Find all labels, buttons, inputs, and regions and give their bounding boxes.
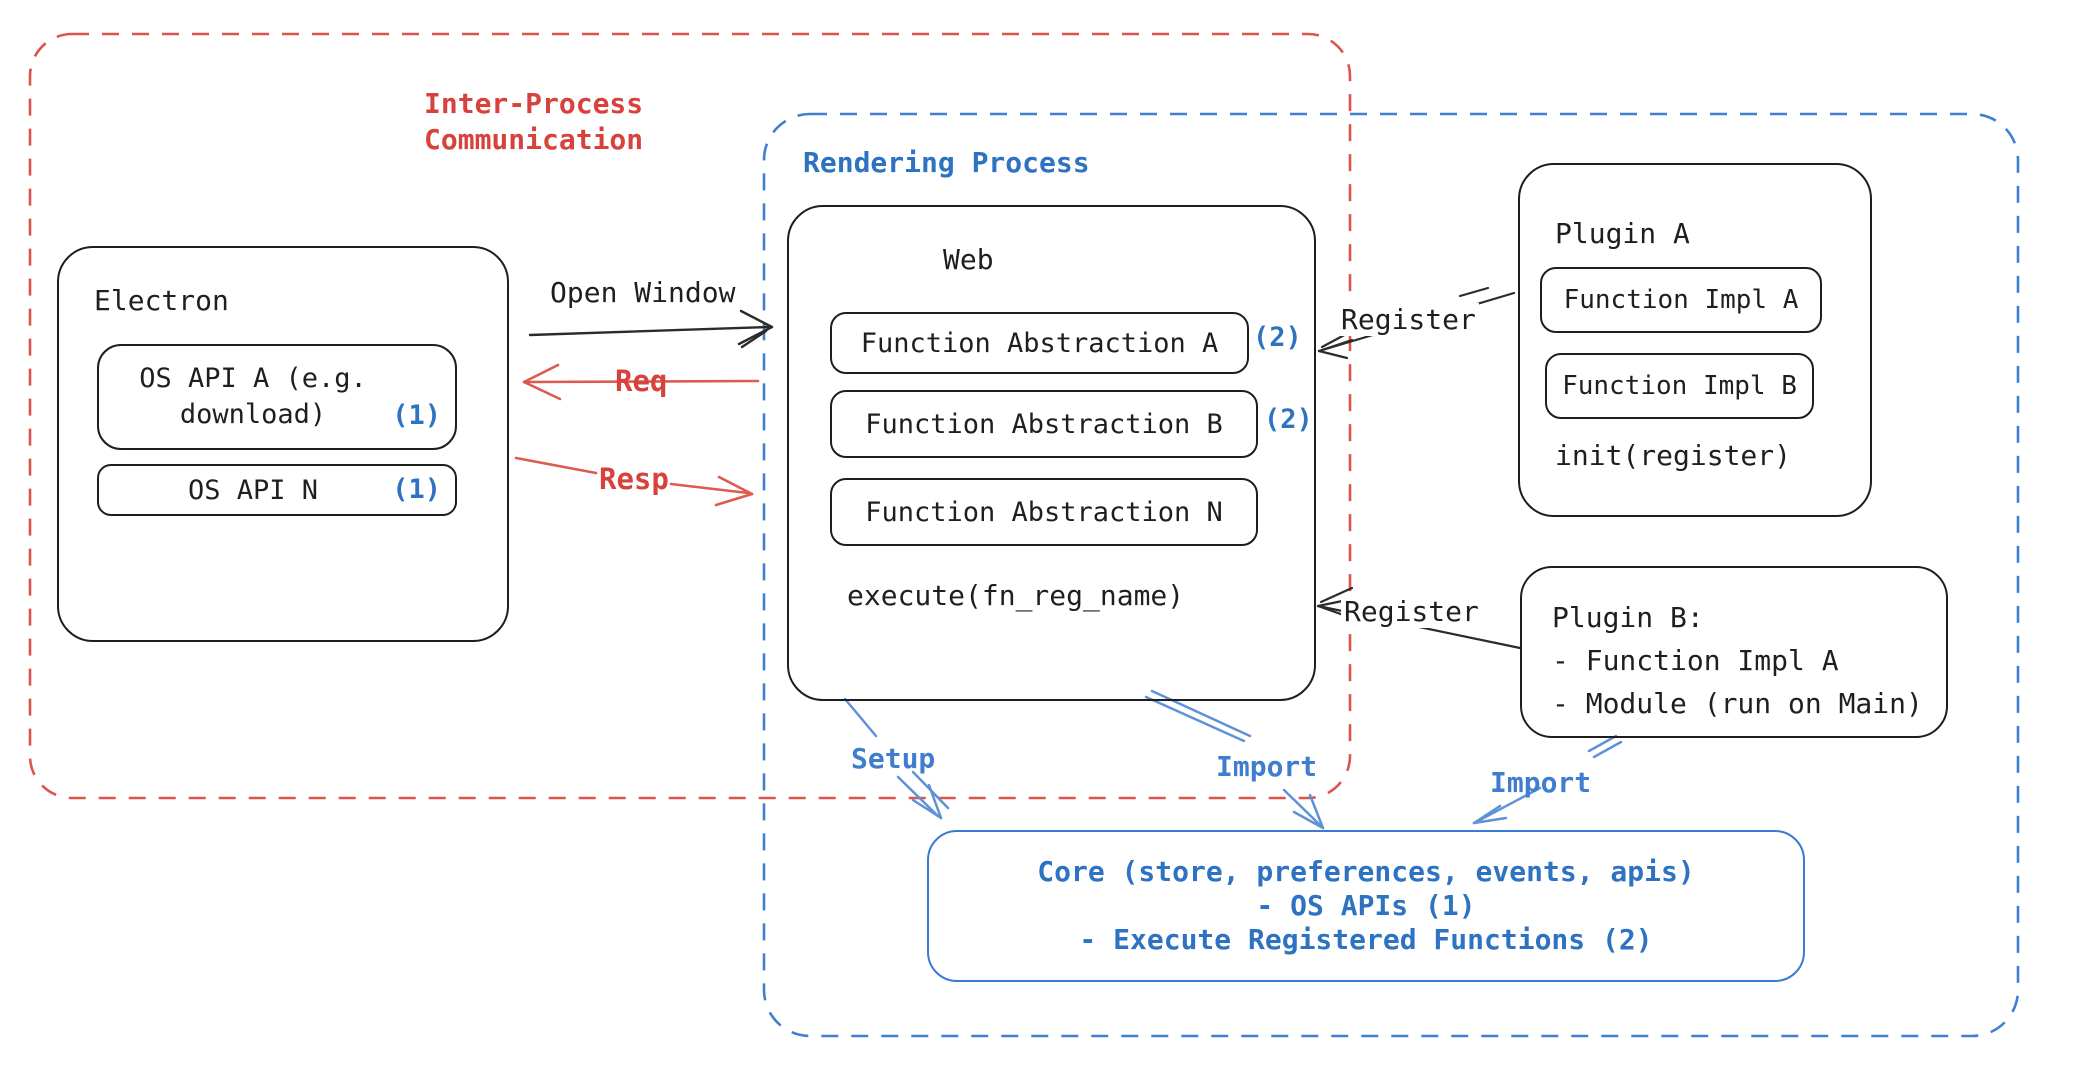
import-arrow-web xyxy=(1144,689,1325,830)
register-label-plugin-b: Register xyxy=(1341,595,1482,628)
open-window-label: Open Window xyxy=(550,276,736,309)
req-arrow xyxy=(522,363,760,401)
rendering-process-boundary-box xyxy=(762,112,2020,1038)
os-api-a-label: OS API A (e.g.download) xyxy=(139,363,367,430)
setup-arrow xyxy=(843,697,950,820)
os-api-a-badge: (1) xyxy=(392,400,441,431)
function-abstraction-b-badge: (2) xyxy=(1264,404,1313,435)
function-abstraction-a-badge: (2) xyxy=(1253,322,1302,353)
os-api-n-box: OS API N (1) xyxy=(97,464,457,516)
plugin-b-text: Plugin B:- Function Impl A- Module (run … xyxy=(1552,601,1923,720)
execute-label: execute(fn_reg_name) xyxy=(847,579,1185,612)
web-box: Web Function Abstraction A (2) Function … xyxy=(787,205,1316,701)
rendering-process-label: Rendering Process xyxy=(803,146,1090,179)
plugin-b-box: Plugin B:- Function Impl A- Module (run … xyxy=(1520,566,1948,738)
resp-label: Resp xyxy=(599,462,669,496)
os-api-a-box: OS API A (e.g.download) (1) xyxy=(97,344,457,450)
core-box: Core (store, preferences, events, apis) … xyxy=(927,830,1805,982)
function-impl-a-label: Function Impl A xyxy=(1563,285,1799,315)
function-abstraction-b-label: Function Abstraction B xyxy=(865,408,1223,440)
import-label-plugin-b: Import xyxy=(1490,766,1592,799)
os-api-n-label: OS API N xyxy=(187,474,319,506)
resp-arrow xyxy=(514,456,754,507)
core-line3: - Execute Registered Functions (2) xyxy=(1079,923,1653,956)
electron-title: Electron xyxy=(94,284,229,317)
import-label-web: Import xyxy=(1216,750,1318,783)
register-label-plugin-a: Register xyxy=(1338,303,1479,336)
req-label: Req xyxy=(615,364,668,398)
function-abstraction-n-label: Function Abstraction N xyxy=(865,496,1223,528)
web-title: Web xyxy=(943,243,994,276)
core-line2: - OS APIs (1) xyxy=(1256,889,1476,922)
function-abstraction-a-box: Function Abstraction A xyxy=(830,312,1249,374)
os-api-n-badge: (1) xyxy=(392,474,441,505)
electron-box: Electron OS API A (e.g.download) (1) OS … xyxy=(57,246,509,642)
setup-label: Setup xyxy=(851,742,936,775)
function-abstraction-b-box: Function Abstraction B xyxy=(830,390,1258,458)
function-impl-a-box: Function Impl A xyxy=(1540,267,1822,333)
function-impl-b-box: Function Impl B xyxy=(1545,353,1814,419)
function-impl-b-label: Function Impl B xyxy=(1562,371,1797,401)
function-abstraction-n-box: Function Abstraction N xyxy=(830,478,1258,546)
core-line1: Core (store, preferences, events, apis) xyxy=(1037,855,1695,888)
function-abstraction-a-label: Function Abstraction A xyxy=(860,327,1219,359)
plugin-a-title: Plugin A xyxy=(1555,217,1690,250)
init-register-label: init(register) xyxy=(1555,439,1792,472)
import-arrow-plugin-b xyxy=(1472,734,1623,825)
open-window-arrow xyxy=(528,309,774,349)
plugin-a-box: Plugin A Function Impl A Function Impl B… xyxy=(1518,163,1872,517)
